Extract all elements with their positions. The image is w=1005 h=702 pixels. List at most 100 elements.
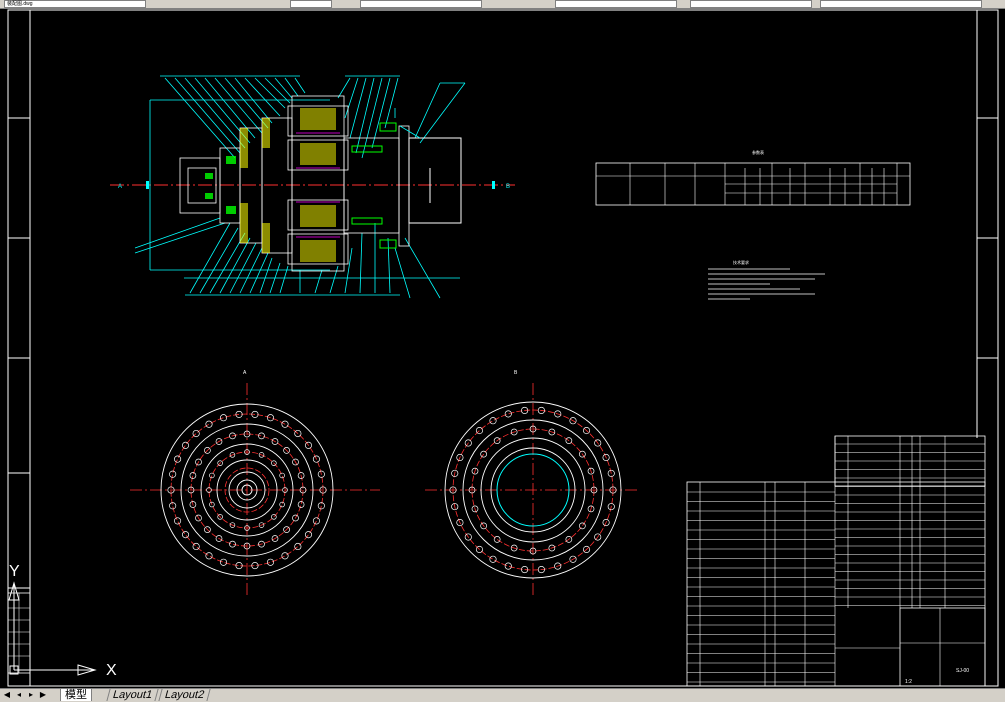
tab-layout2[interactable]: Layout2: [158, 689, 211, 701]
bolt-hole: [602, 518, 610, 527]
leader-lines-top: [160, 75, 466, 159]
bolt-hole: [209, 472, 215, 479]
bolt-hole: [587, 467, 595, 475]
bolt-hole: [480, 522, 487, 530]
end-view-a: A: [130, 370, 380, 598]
bolt-hole: [529, 547, 537, 555]
technical-notes: 技术要求: [708, 259, 825, 300]
first-tab-button[interactable]: ◀: [3, 690, 11, 699]
bolt-hole: [297, 472, 305, 479]
bolt-hole: [609, 486, 617, 494]
file-tab-strip[interactable]: 装配图.dwg: [4, 0, 146, 8]
bolt-hole: [607, 503, 615, 511]
sheet-border-outer: [7, 9, 999, 687]
bolt-hole: [510, 544, 518, 552]
bolt-hole: [504, 410, 512, 418]
bolt-hole: [594, 533, 602, 541]
bolt-hole: [219, 414, 228, 422]
bolt-holes-inner-b: [468, 425, 598, 555]
bolt-hole: [192, 542, 200, 551]
bolt-hole: [510, 428, 518, 436]
bolt-hole: [504, 562, 512, 570]
next-tab-button[interactable]: ▸: [28, 690, 33, 699]
bolt-hole: [475, 545, 484, 554]
parameter-table: 参数表: [595, 149, 911, 206]
bolt-hole: [266, 558, 275, 566]
bolt-hole: [219, 558, 228, 566]
bolt-hole: [243, 542, 251, 550]
bolt-hole: [451, 503, 459, 511]
bolt-hole: [312, 517, 320, 525]
bolt-hole: [229, 522, 236, 528]
bolt-hole: [471, 505, 479, 513]
bolt-hole: [529, 425, 537, 433]
bolt-hole: [174, 517, 182, 525]
bolt-hole: [554, 410, 562, 418]
section-marker-left: A: [118, 184, 122, 190]
bolt-hole: [217, 460, 223, 466]
parameter-table-title: 参数表: [752, 149, 764, 155]
bolt-hole: [493, 437, 501, 444]
prev-tab-button[interactable]: ◂: [16, 690, 21, 699]
bolt-hole: [582, 426, 591, 435]
bolt-hole: [271, 460, 277, 466]
lineweight-combo[interactable]: [690, 0, 812, 8]
tab-layout1[interactable]: Layout1: [106, 689, 159, 701]
bolt-hole: [195, 514, 202, 522]
parts-list: SJ-00 1:2: [686, 435, 986, 687]
bolt-hole: [537, 566, 545, 574]
sheet-border-inner: [29, 9, 999, 687]
bolt-hole: [258, 540, 265, 548]
bolt-hole: [464, 439, 472, 447]
bolt-hole: [312, 455, 320, 463]
bolt-hole: [229, 452, 236, 458]
bolt-hole: [181, 531, 190, 539]
bolt-hole: [548, 544, 556, 552]
toolbar-combo[interactable]: [290, 0, 332, 8]
ucs-icon: [8, 581, 97, 676]
bolt-hole: [205, 552, 213, 560]
bolt-hole: [244, 449, 250, 455]
bolt-hole: [204, 526, 211, 533]
bolt-hole: [271, 514, 277, 520]
bolt-hole: [294, 542, 302, 551]
bolt-hole: [292, 514, 299, 522]
cad-model-space[interactable]: A B 参数表 技术要求: [0, 8, 1005, 688]
view-label-a: A: [243, 370, 247, 376]
bolt-hole: [266, 414, 275, 422]
bolt-hole: [174, 455, 182, 463]
bolt-hole: [489, 555, 497, 563]
last-tab-button[interactable]: ▶: [39, 690, 47, 699]
bolt-hole: [195, 458, 202, 466]
scale-label: 1:2: [905, 679, 912, 685]
bolt-hole: [602, 453, 610, 462]
bolt-hole: [319, 486, 327, 494]
bolt-hole: [235, 410, 243, 418]
linetype-combo[interactable]: [555, 0, 677, 8]
bolt-hole: [206, 487, 212, 493]
bolt-hole: [243, 430, 251, 438]
bolt-hole: [456, 518, 464, 527]
bolt-hole: [299, 486, 307, 494]
bolt-hole: [271, 438, 279, 445]
section-marker-right: B: [506, 184, 510, 190]
ucs-y-label: Y: [9, 563, 20, 580]
view-label-b: B: [514, 370, 518, 376]
layer-combo[interactable]: [360, 0, 482, 8]
bolt-hole: [587, 505, 595, 513]
tab-model[interactable]: 模型: [60, 689, 92, 701]
bolt-holes-inner-a: [187, 430, 307, 550]
bolt-holes-outer-a: [167, 410, 327, 570]
plotstyle-combo[interactable]: [820, 0, 982, 8]
flange-hatch: [240, 118, 270, 253]
bolt-hole: [251, 410, 259, 418]
bolt-hole: [554, 562, 562, 570]
bolt-hole: [279, 501, 285, 508]
bolt-hole: [317, 470, 325, 478]
bolt-hole: [468, 486, 476, 494]
bolt-hole: [304, 441, 313, 449]
bolt-hole: [565, 536, 573, 543]
layout-tab-bar: ◀ ◂ ▸ ▶ 模型 Layout1 Layout2: [0, 688, 1005, 702]
bolt-hole: [279, 472, 285, 479]
bolt-hole: [215, 535, 223, 542]
